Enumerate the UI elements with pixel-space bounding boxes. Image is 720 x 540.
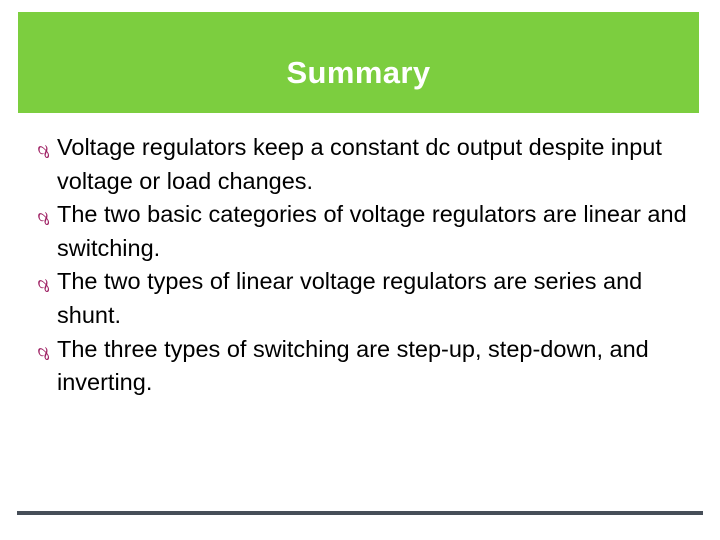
- list-item: ℘ The two types of linear voltage regula…: [26, 265, 694, 332]
- list-item-text: The two basic categories of voltage regu…: [57, 201, 687, 261]
- list-item: ℘ The two basic categories of voltage re…: [26, 198, 694, 265]
- list-item-text: The three types of switching are step-up…: [57, 335, 649, 396]
- list-item-text: Voltage regulators keep a constant dc ou…: [57, 134, 662, 194]
- wingdings-curl-bullet-icon: ℘: [37, 205, 50, 227]
- wingdings-curl-bullet-icon: ℘: [37, 339, 50, 361]
- list-item-text: The two types of linear voltage regulato…: [57, 268, 643, 328]
- list-item: ℘ Voltage regulators keep a constant dc …: [26, 131, 694, 198]
- wingdings-curl-bullet-icon: ℘: [37, 138, 50, 159]
- wingdings-curl-bullet-icon: ℘: [37, 272, 50, 294]
- page-title: Summary: [286, 55, 431, 90]
- summary-bullet-list: ℘ Voltage regulators keep a constant dc …: [26, 131, 694, 400]
- title-band: Summary: [18, 12, 699, 113]
- list-item: ℘ The three types of switching are step-…: [26, 333, 694, 400]
- footer-divider: [17, 511, 703, 515]
